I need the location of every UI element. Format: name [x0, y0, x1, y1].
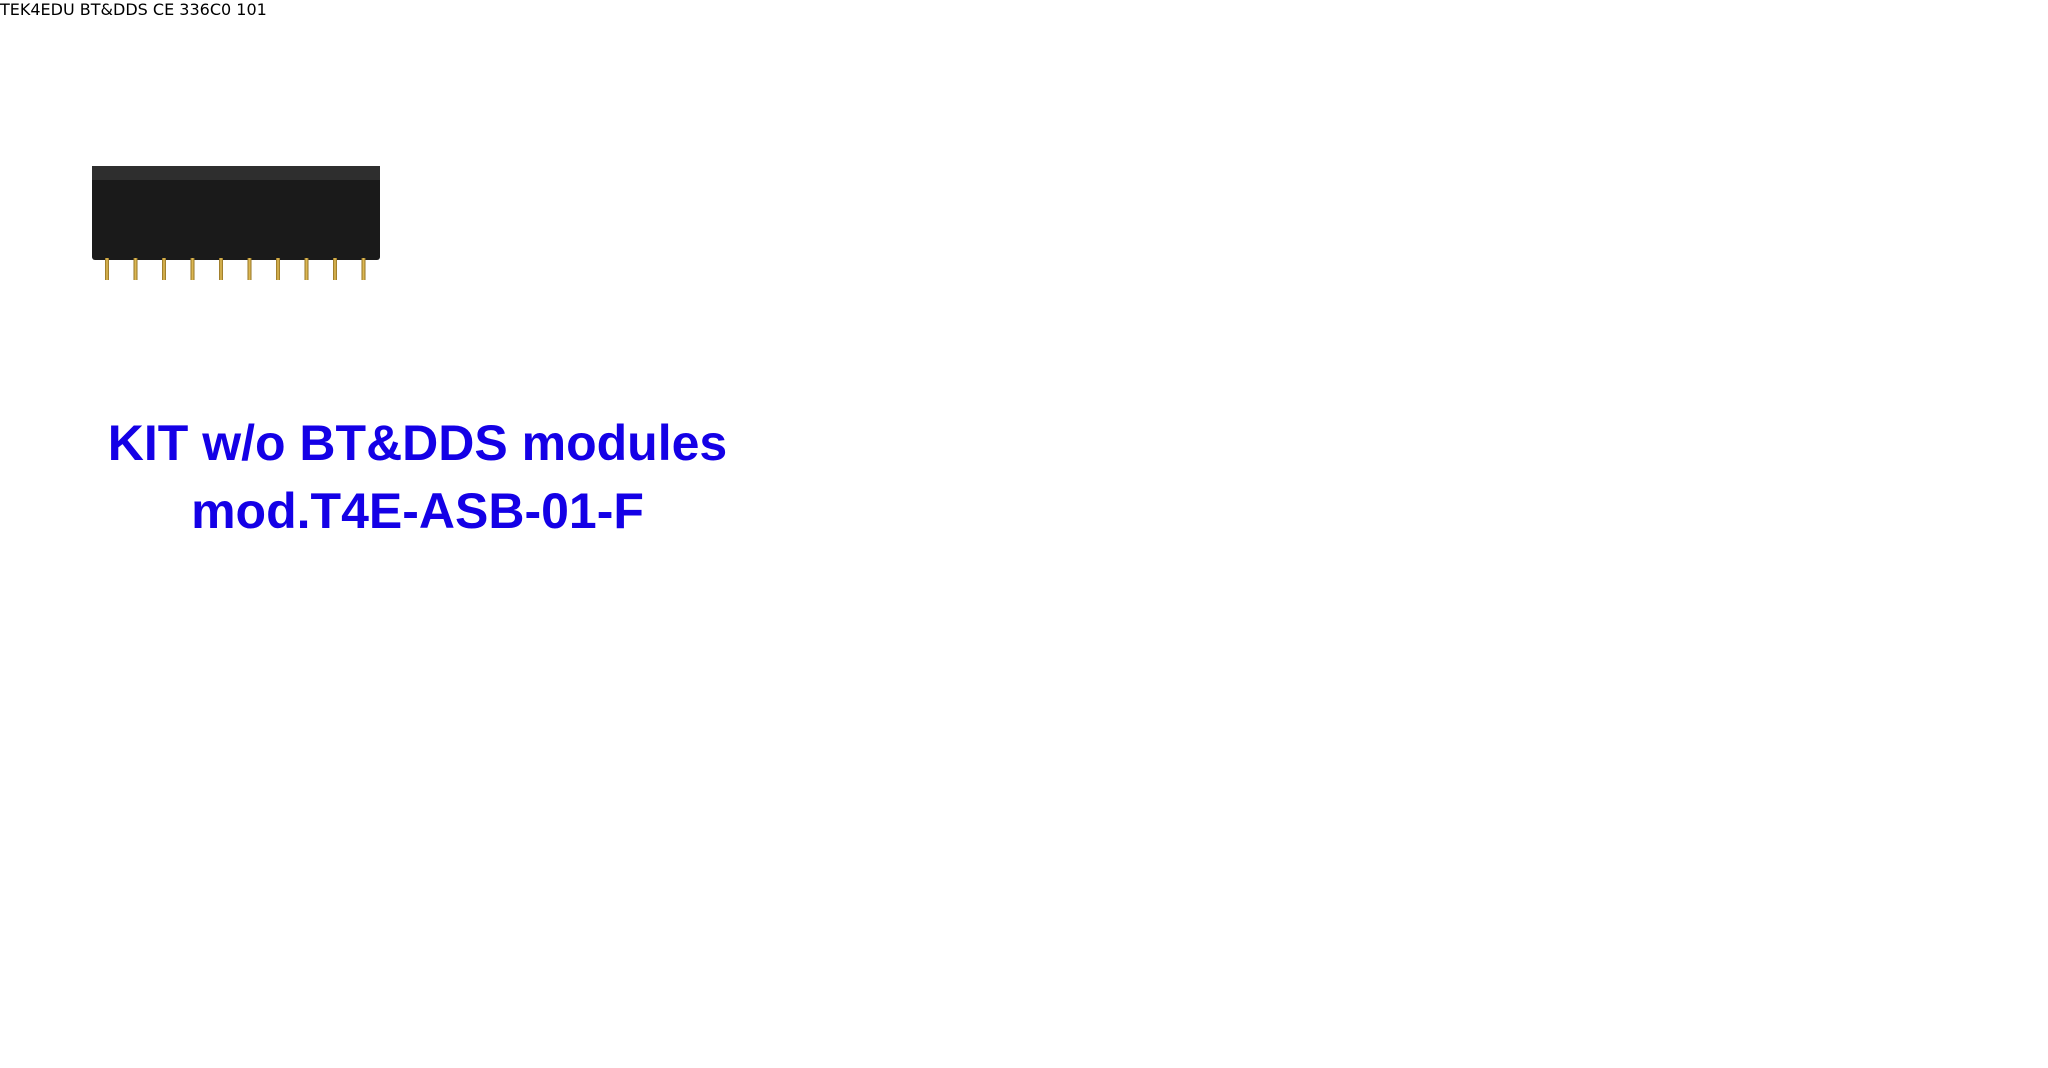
ce-mark: CE — [152, 0, 175, 19]
header-pin — [133, 258, 138, 280]
kit-caption-line2: mod.T4E-ASB-01-F — [191, 483, 644, 539]
header-pin — [361, 258, 366, 280]
trimmer-potentiometer: 336C0 101 — [179, 0, 267, 19]
female-header-10pin — [92, 166, 380, 280]
header-pin — [162, 258, 166, 280]
header-pin — [219, 258, 223, 280]
header-pin — [304, 258, 309, 280]
header-pin — [105, 258, 109, 280]
header-pin — [247, 258, 252, 280]
product-name: BT&DDS — [79, 0, 148, 19]
header-pin — [190, 258, 195, 280]
brand-logo: TEK4EDU — [0, 0, 75, 19]
header-pin — [333, 258, 337, 280]
kit-caption-line1: KIT w/o BT&DDS modules — [107, 415, 728, 471]
header-pin — [276, 258, 280, 280]
